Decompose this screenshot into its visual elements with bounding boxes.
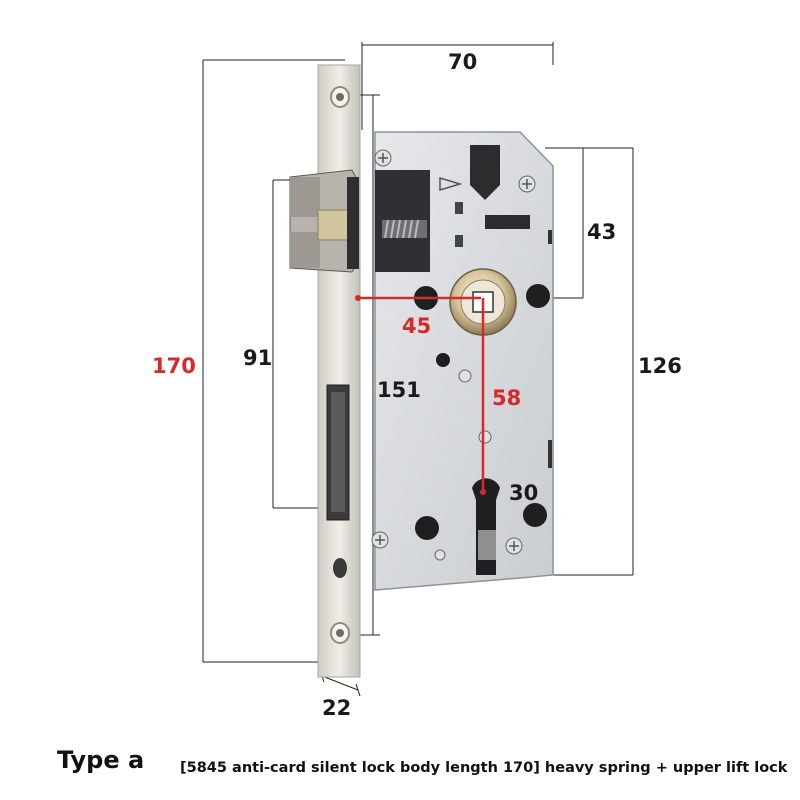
dim-width-top: 70 xyxy=(448,50,478,74)
dimension-lines xyxy=(202,42,634,697)
dim-right-upper: 43 xyxy=(587,220,617,244)
dim-body-height: 151 xyxy=(377,378,421,402)
dim-right-body: 126 xyxy=(638,354,682,378)
dim-backset: 45 xyxy=(402,314,432,338)
dim-handle-to-cylinder: 58 xyxy=(492,386,522,410)
product-description: [5845 anti-card silent lock body length … xyxy=(180,760,788,776)
screw-icon xyxy=(434,549,446,561)
dim-latch-height: 91 xyxy=(243,346,273,370)
dim-cylinder-offset: 30 xyxy=(509,481,539,505)
dim-height-overall: 170 xyxy=(152,354,196,378)
screw-icon xyxy=(478,430,492,444)
latch-bolt xyxy=(289,169,359,273)
faceplate-lower-hole xyxy=(333,558,347,578)
type-label: Type a xyxy=(57,746,145,774)
lock-body xyxy=(374,131,554,591)
dim-faceplate-width: 22 xyxy=(322,696,352,720)
red-measure-lines xyxy=(355,295,486,495)
faceplate xyxy=(317,64,361,678)
screw-icon xyxy=(458,369,472,383)
cylinder-cutout xyxy=(472,478,500,575)
